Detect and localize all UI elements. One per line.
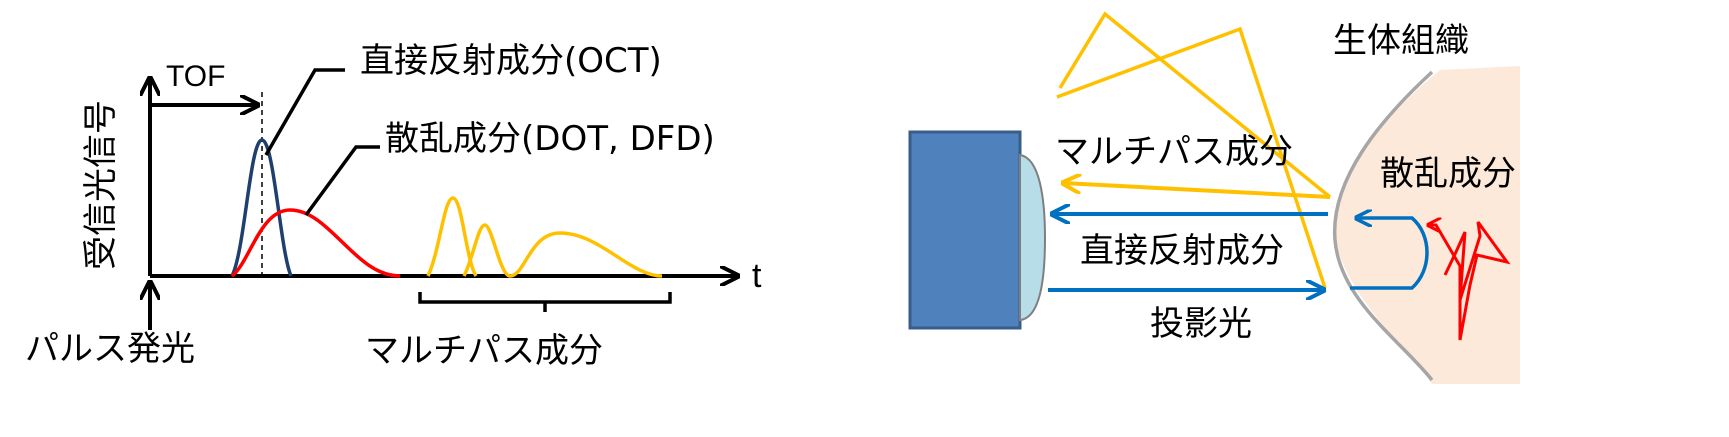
scatter-curve (230, 208, 401, 278)
tissue-region (1334, 66, 1520, 384)
multipath-label: マルチパス成分 (1055, 132, 1293, 172)
scatter-label: 散乱成分 (1380, 154, 1516, 194)
projection-label: 投影光 (1150, 304, 1252, 344)
signal-graph: t 受信光信号 TOF 直接反射成分(OCT) 散乱成分(DOT, DFD) マ… (25, 41, 762, 371)
scatter-random-walk (1428, 222, 1511, 341)
camera-device (908, 130, 1022, 330)
x-axis-label: t (752, 257, 762, 295)
multipath-curve-2 (462, 223, 511, 278)
tof-label: TOF (166, 60, 225, 93)
y-axis-label: 受信光信号 (81, 100, 121, 270)
direct-reflection-label: 直接反射成分(OCT) (360, 41, 662, 81)
tissue-label: 生体組織 (1333, 21, 1469, 61)
multipath-ray-2 (1056, 26, 1327, 289)
direct-reflection-curve (230, 138, 293, 277)
direct-reflection-label: 直接反射成分 (1080, 231, 1284, 271)
scatter-label: 散乱成分(DOT, DFD) (385, 119, 715, 159)
multipath-curve-3 (509, 231, 663, 278)
measurement-scene: 生体組織 マルチパス成分 直接反射成分 投影光 散乱成分 (908, 11, 1520, 384)
multipath-ray-1 (1058, 11, 1332, 199)
direct-leader-line (264, 68, 345, 156)
tissue-surface (1332, 70, 1434, 382)
pulse-emission-label: パルス発光 (25, 329, 195, 369)
multipath-return-arrow (1063, 183, 1331, 199)
scatter-path-in-tissue (1350, 218, 1429, 290)
multipath-curve-1 (426, 196, 478, 277)
multipath-label: マルチパス成分 (365, 331, 603, 371)
camera-lens (1019, 153, 1047, 322)
scatter-leader-line (304, 145, 380, 217)
multipath-brace (418, 292, 672, 312)
